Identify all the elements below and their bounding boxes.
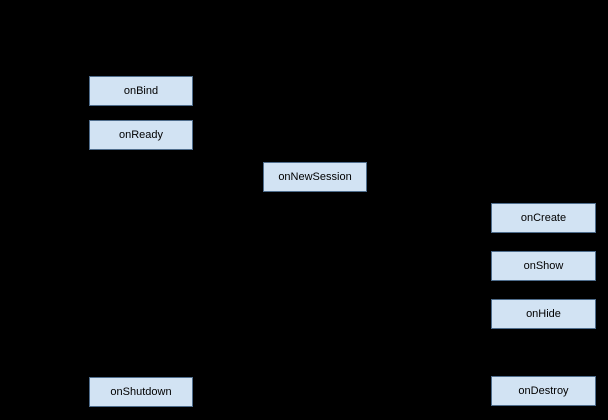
- node-oncreate: onCreate: [491, 203, 596, 233]
- node-onnewsession: onNewSession: [263, 162, 367, 192]
- node-onbind: onBind: [89, 76, 193, 106]
- node-onhide: onHide: [491, 299, 596, 329]
- node-onready: onReady: [89, 120, 193, 150]
- node-onshutdown: onShutdown: [89, 377, 193, 407]
- node-onshow: onShow: [491, 251, 596, 281]
- node-ondestroy: onDestroy: [491, 376, 596, 406]
